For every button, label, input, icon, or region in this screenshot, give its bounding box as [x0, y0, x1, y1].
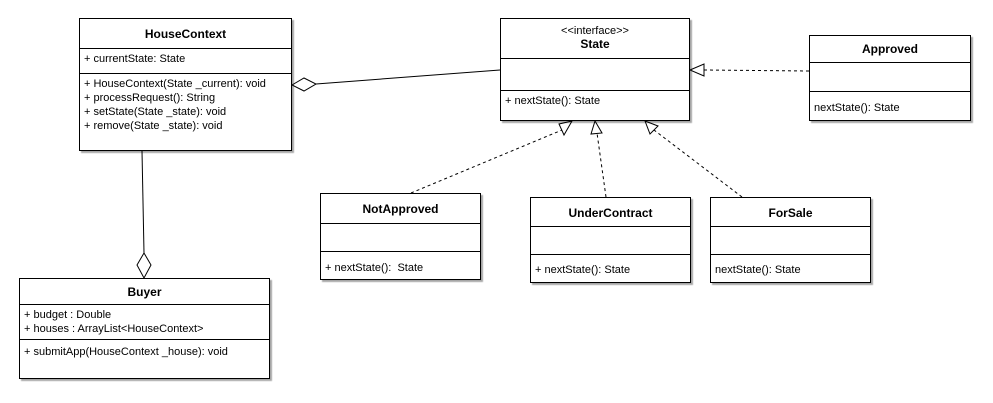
attributes-section: [531, 227, 690, 255]
class-name: ForSale: [768, 206, 813, 220]
operation: + nextState(): State: [325, 262, 424, 274]
aggregation-diamond-buyer: [136, 252, 152, 280]
attributes-section: + budget : Double + houses : ArrayList<H…: [20, 305, 269, 340]
aggregation-line-buyer-housecontext: [141, 150, 145, 254]
class-name: State: [580, 37, 610, 51]
aggregation-diamond-housecontext: [290, 77, 318, 92]
class-undercontract[interactable]: UnderContract + nextState(): State: [530, 197, 691, 283]
operation: + remove(State _state): void: [84, 120, 223, 132]
stereotype-label: <<interface>>: [561, 25, 629, 37]
attribute: + houses : ArrayList<HouseContext>: [24, 323, 204, 335]
operation: + nextState(): State: [535, 264, 631, 276]
realization-line-forsale: [653, 129, 743, 198]
operations-section: + submitApp(HouseContext _house): void: [20, 340, 269, 361]
class-housecontext-header: HouseContext: [80, 19, 291, 49]
operation: + HouseContext(State _current): void: [84, 78, 266, 90]
operations-section: + nextState(): State: [531, 255, 690, 279]
class-approved[interactable]: Approved nextState(): State: [809, 35, 971, 121]
realization-line-notapproved: [410, 129, 563, 194]
operation: + setState(State _state): void: [84, 106, 227, 118]
class-name: NotApproved: [362, 202, 439, 216]
realization-arrow-notapproved: [558, 120, 574, 137]
class-forsale[interactable]: ForSale nextState(): State: [710, 197, 871, 283]
operations-section: nextState(): State: [810, 92, 970, 117]
class-name: UnderContract: [568, 206, 653, 220]
operation: + processRequest(): String: [84, 92, 216, 104]
interface-state[interactable]: <<interface>> State + nextState(): State: [500, 18, 690, 121]
class-buyer-header: Buyer: [20, 279, 269, 305]
realization-arrow-undercontract: [590, 119, 603, 135]
class-notapproved[interactable]: NotApproved + nextState(): State: [320, 193, 481, 280]
attributes-section: [321, 224, 480, 252]
operation: + nextState(): State: [505, 95, 601, 107]
operation: nextState(): State: [715, 264, 801, 276]
class-approved-header: Approved: [810, 36, 970, 63]
attribute: + currentState: State: [84, 53, 186, 65]
class-housecontext[interactable]: HouseContext + currentState: State + Hou…: [79, 18, 292, 151]
realization-arrow-forsale: [644, 120, 659, 135]
operations-section: + nextState(): State: [321, 252, 480, 277]
class-name: HouseContext: [144, 27, 227, 41]
operations-section: nextState(): State: [711, 255, 870, 279]
operations-section: + nextState(): State: [501, 91, 689, 110]
attribute: + budget : Double: [24, 309, 112, 321]
attributes-section: [711, 227, 870, 255]
class-forsale-header: ForSale: [711, 198, 870, 227]
realization-line-undercontract: [596, 132, 607, 198]
class-name: Approved: [861, 42, 918, 56]
class-name: Buyer: [127, 285, 162, 299]
interface-state-header: <<interface>> State: [501, 19, 689, 59]
class-undercontract-header: UnderContract: [531, 198, 690, 227]
operations-section: + HouseContext(State _current): void + p…: [80, 74, 291, 135]
realization-line-approved: [703, 69, 810, 72]
class-notapproved-header: NotApproved: [321, 194, 480, 224]
operation: + submitApp(HouseContext _house): void: [24, 346, 228, 358]
realization-arrow-approved: [688, 63, 705, 77]
attributes-section: [501, 59, 689, 91]
aggregation-line-housecontext-state: [315, 69, 501, 85]
operation: nextState(): State: [814, 102, 900, 114]
attributes-section: + currentState: State: [80, 49, 291, 74]
attributes-section: [810, 63, 970, 92]
class-buyer[interactable]: Buyer + budget : Double + houses : Array…: [19, 278, 270, 379]
